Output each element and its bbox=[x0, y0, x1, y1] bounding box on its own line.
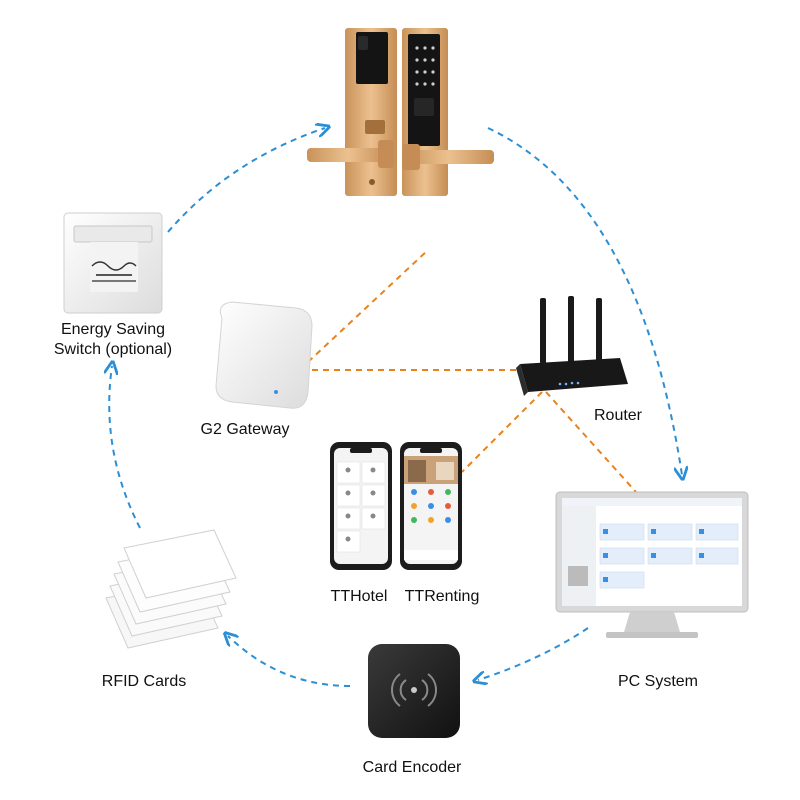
link-router-pc bbox=[545, 391, 637, 493]
router-icon bbox=[516, 296, 628, 396]
link-gateway-lock bbox=[307, 249, 429, 363]
card-encoder-label: Card Encoder bbox=[362, 759, 462, 776]
energy-switch-label: Energy Saving Switch (optional) bbox=[38, 320, 188, 360]
ttrenting-label: TTRenting bbox=[404, 588, 480, 605]
energy-switch-icon bbox=[63, 212, 163, 314]
link-router-apps bbox=[461, 391, 543, 473]
smart-lock-icon bbox=[307, 28, 494, 196]
tthotel-label: TTHotel bbox=[330, 588, 388, 605]
arrow-lock-to-pc bbox=[487, 127, 682, 475]
arrow-switch-to-lock bbox=[167, 128, 325, 233]
arrow-pc-to-encoder bbox=[478, 627, 589, 680]
arrow-encoder-to-cards bbox=[228, 636, 351, 687]
rfid-cards-label: RFID Cards bbox=[101, 673, 187, 690]
pc-monitor-icon bbox=[555, 491, 749, 638]
arrow-cards-to-switch bbox=[109, 366, 141, 529]
tthotel-phone-icon bbox=[330, 442, 392, 570]
router-label: Router bbox=[593, 407, 643, 424]
energy-switch-label-line1: Energy Saving bbox=[60, 321, 166, 338]
cycle-arrows bbox=[109, 127, 682, 687]
gateway-label: G2 Gateway bbox=[200, 421, 290, 438]
ttrenting-phone-icon bbox=[400, 442, 462, 570]
rfid-cards-icon bbox=[105, 529, 237, 649]
energy-switch-label-line2: Switch (optional) bbox=[53, 341, 173, 358]
card-encoder-icon bbox=[368, 644, 460, 738]
network-links bbox=[307, 249, 637, 493]
gateway-icon bbox=[215, 301, 313, 409]
pc-system-label: PC System bbox=[617, 673, 698, 690]
